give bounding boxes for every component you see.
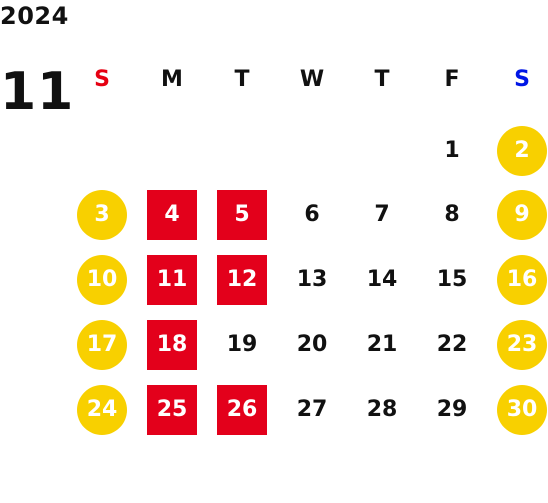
weekday-header-saturday: S bbox=[514, 67, 530, 92]
calendar-day-25: 25 bbox=[147, 385, 197, 435]
calendar-day-20: 20 bbox=[296, 332, 328, 357]
calendar-day-6: 6 bbox=[304, 202, 320, 227]
calendar-day-11: 11 bbox=[147, 255, 197, 305]
weekday-header-sunday: S bbox=[94, 67, 110, 92]
calendar-month: 11 bbox=[0, 62, 75, 122]
calendar-day-16: 16 bbox=[497, 255, 547, 305]
calendar-day-13: 13 bbox=[296, 267, 328, 292]
weekday-header-thursday: T bbox=[374, 67, 390, 92]
calendar-day-28: 28 bbox=[366, 397, 398, 422]
calendar-year: 2024 bbox=[0, 2, 69, 30]
weekday-header-wednesday: W bbox=[299, 67, 325, 92]
calendar-day-18: 18 bbox=[147, 320, 197, 370]
calendar-day-8: 8 bbox=[444, 202, 460, 227]
weekday-header-monday: M bbox=[161, 67, 183, 92]
calendar-day-26: 26 bbox=[217, 385, 267, 435]
calendar-day-30: 30 bbox=[497, 385, 547, 435]
calendar-day-24: 24 bbox=[77, 385, 127, 435]
calendar-day-4: 4 bbox=[147, 190, 197, 240]
calendar-day-17: 17 bbox=[77, 320, 127, 370]
calendar-day-19: 19 bbox=[226, 332, 258, 357]
calendar-day-5: 5 bbox=[217, 190, 267, 240]
calendar-day-9: 9 bbox=[497, 190, 547, 240]
calendar-day-10: 10 bbox=[77, 255, 127, 305]
calendar-day-23: 23 bbox=[497, 320, 547, 370]
weekday-header-friday: F bbox=[444, 67, 460, 92]
calendar-day-15: 15 bbox=[436, 267, 468, 292]
weekday-header-tuesday: T bbox=[234, 67, 250, 92]
calendar-day-1: 1 bbox=[444, 138, 460, 163]
calendar-day-3: 3 bbox=[77, 190, 127, 240]
calendar-day-22: 22 bbox=[436, 332, 468, 357]
calendar-day-29: 29 bbox=[436, 397, 468, 422]
calendar-day-21: 21 bbox=[366, 332, 398, 357]
calendar-day-14: 14 bbox=[366, 267, 398, 292]
calendar-day-7: 7 bbox=[374, 202, 390, 227]
calendar-day-2: 2 bbox=[497, 126, 547, 176]
calendar-day-27: 27 bbox=[296, 397, 328, 422]
calendar-day-12: 12 bbox=[217, 255, 267, 305]
